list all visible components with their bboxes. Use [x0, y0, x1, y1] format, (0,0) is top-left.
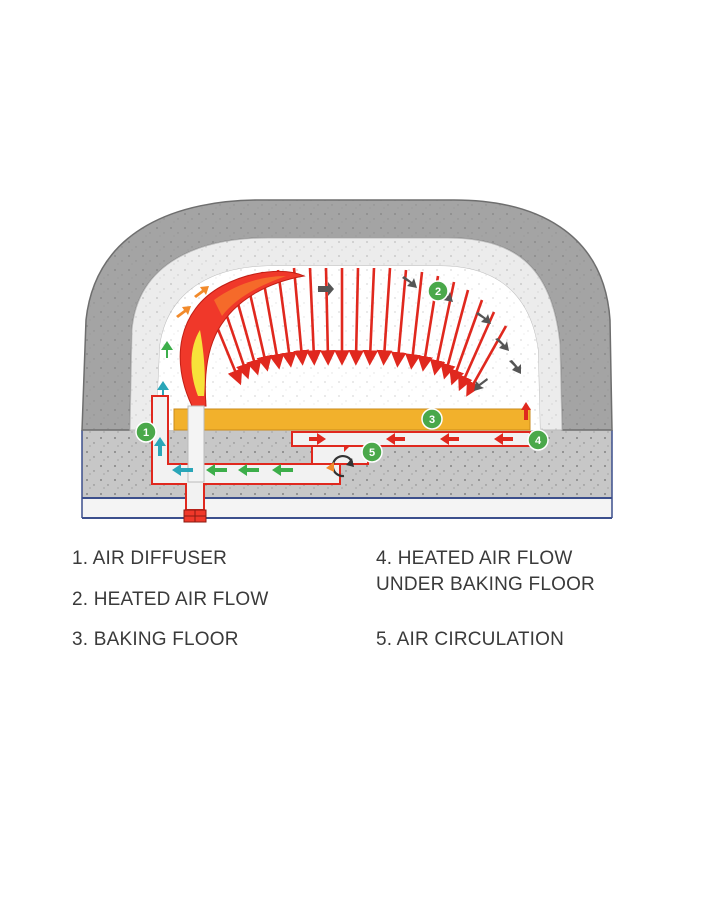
flame: [179, 270, 306, 407]
under-floor-arrows: [309, 402, 531, 445]
cool-air-up-arrows: [157, 341, 173, 398]
badge-2-label: 2: [435, 286, 441, 298]
legend-item-heated-air-flow: 2. HEATED AIR FLOW: [72, 589, 269, 610]
legend-item-baking-floor: 3. BAKING FLOOR: [72, 629, 239, 650]
badge-3: 3: [421, 408, 443, 430]
return-air-arrows: [154, 437, 293, 476]
badge-5: 5: [361, 441, 383, 463]
baking-floor: [173, 408, 531, 431]
heated-air-arrows: [204, 267, 508, 397]
badge-2: 2: [427, 280, 449, 302]
legend-item-air-diffuser: 1. AIR DIFFUSER: [72, 548, 228, 569]
legend-item-under-floor-line2: UNDER BAKING FLOOR: [376, 574, 595, 595]
badge-1: 1: [135, 421, 157, 443]
burner-post: [187, 405, 205, 483]
legend-item-air-circulation: 5. AIR CIRCULATION: [376, 629, 565, 650]
circulation-fan: [326, 446, 354, 478]
flame-arrows: [176, 286, 209, 318]
badge-5-label: 5: [369, 447, 375, 459]
badge-1-label: 1: [143, 427, 149, 439]
legend-item-under-floor-line1: 4. HEATED AIR FLOW: [376, 548, 573, 569]
badge-4: 4: [527, 429, 549, 451]
badge-3-label: 3: [429, 414, 435, 426]
badge-4-label: 4: [535, 435, 542, 447]
